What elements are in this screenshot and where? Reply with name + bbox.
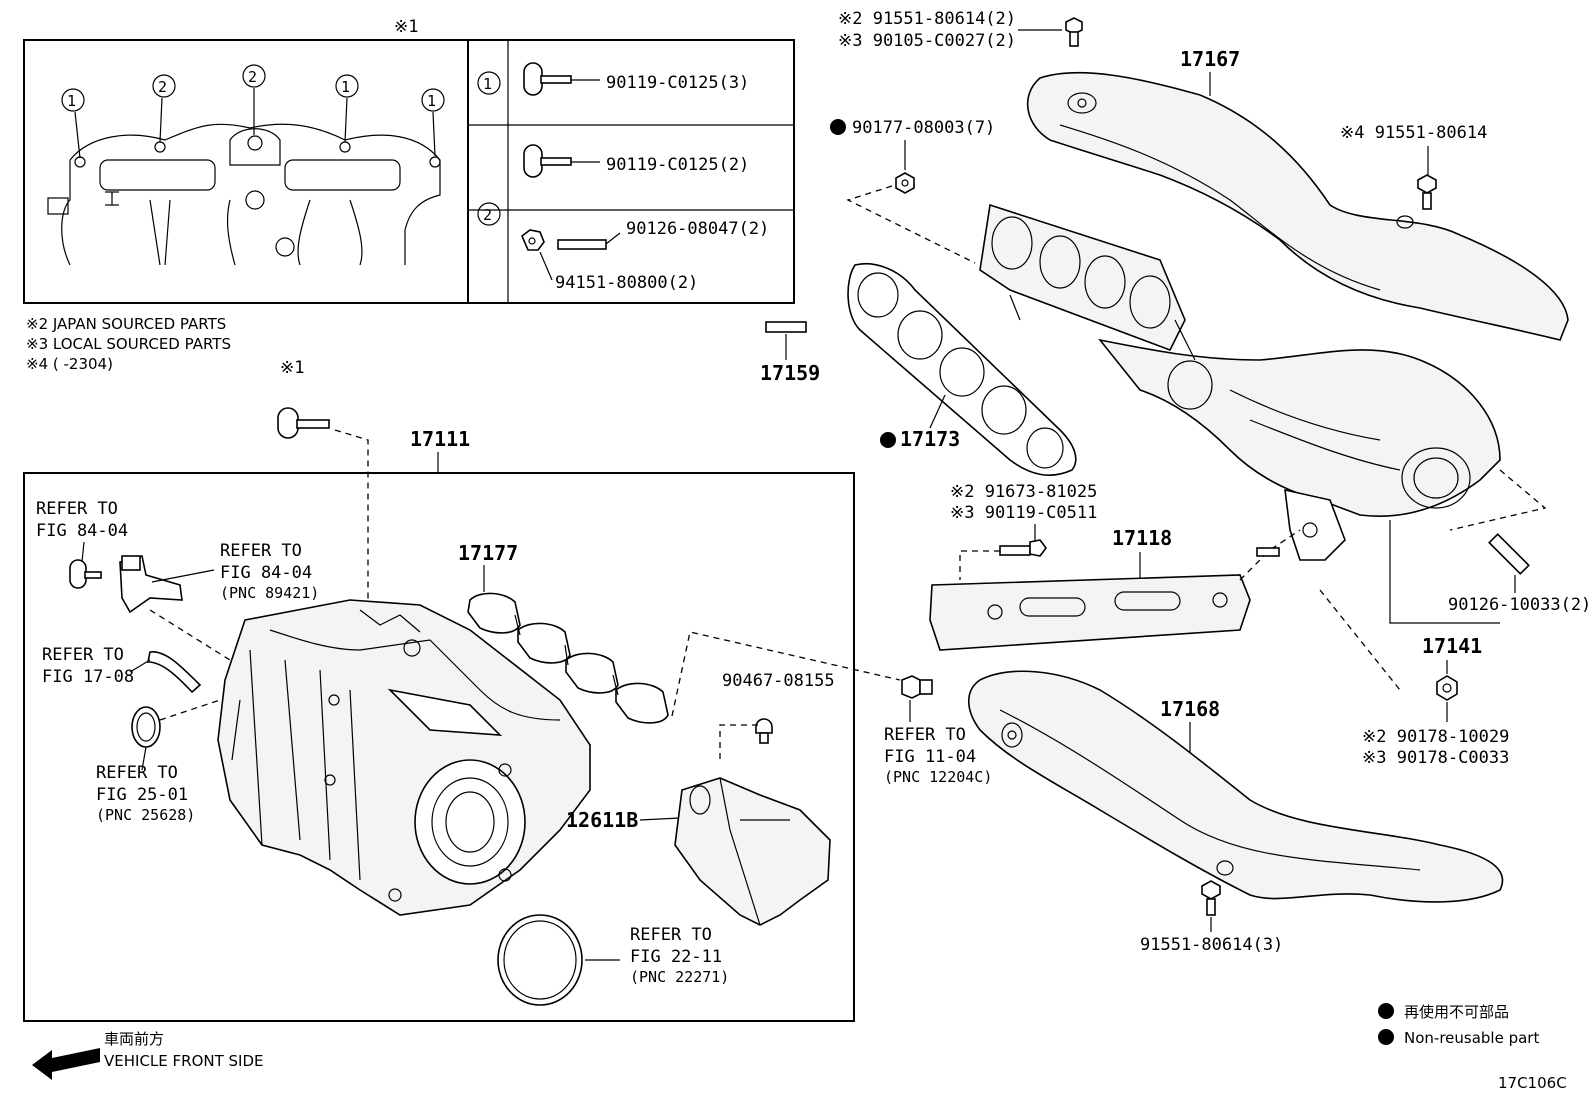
bolt2-part: 90119-C0125(2) (606, 155, 749, 175)
refer6-line2: FIG 22-11 (630, 947, 722, 967)
row-1-marker: 1 (483, 75, 492, 93)
nut-part: 94151-80800(2) (555, 273, 698, 293)
refer5-line2: FIG 11-04 (884, 747, 976, 767)
exhaust-section: ※2 91551-80614(2) ※3 90105-C0027(2) 1716… (760, 9, 1591, 955)
refer1-line2: FIG 84-04 (36, 521, 128, 541)
callout-1a: 1 (67, 92, 76, 110)
front-indicator: 車両前方 VEHICLE FRONT SIDE (32, 1030, 264, 1080)
bolt-icon (999, 539, 1047, 557)
refer2-line1: REFER TO (220, 541, 302, 561)
part-17141: 17141 (1422, 634, 1482, 658)
nut-90178-r3: ※3 90178-C0033 (1362, 748, 1509, 768)
callout-2a: 2 (158, 78, 167, 96)
refer3-line2: FIG 17-08 (42, 667, 134, 687)
refer5-line3: (PNC 12204C) (884, 768, 992, 786)
part-17159: 17159 (760, 361, 820, 385)
bolt-icon (523, 144, 600, 178)
refer6-line1: REFER TO (630, 925, 712, 945)
bolt-icon (69, 559, 102, 589)
bolt-icon (523, 62, 600, 96)
bolt1-part: 90119-C0125(3) (606, 73, 749, 93)
diagram-id: 17C106C (1498, 1074, 1567, 1092)
row-2-marker: 2 (483, 206, 492, 224)
part-17173: 17173 (900, 427, 960, 451)
refer4-line1: REFER TO (96, 763, 178, 783)
flange-drawing (47, 123, 441, 266)
stud-90126: 90126-10033(2) (1448, 595, 1591, 615)
nut-90177: 90177-08003(7) (852, 118, 995, 138)
intake-gasket (467, 592, 669, 724)
bolt-icon (277, 407, 330, 439)
intake-section: ※1 17111 REFER TO FIG 84-04 REFER TO FIG… (23, 358, 901, 1022)
top-ref3: ※3 90105-C0027(2) (838, 31, 1016, 51)
refer5-line1: REFER TO (884, 725, 966, 745)
cover-12611B (674, 777, 831, 926)
refer1-line1: REFER TO (36, 499, 118, 519)
detail-box: ※1 1 (23, 17, 795, 304)
sourcing-notes: ※2 JAPAN SOURCED PARTS ※3 LOCAL SOURCED … (26, 315, 231, 373)
part-12611B: 12611B (566, 808, 638, 832)
part-90467: 90467-08155 (722, 671, 835, 691)
refer4-line2: FIG 25-01 (96, 785, 188, 805)
intake-manifold (217, 599, 591, 916)
refer6-line3: (PNC 22271) (630, 968, 729, 986)
bolt-90119: ※3 90119-C0511 (950, 503, 1097, 523)
note-local: ※3 LOCAL SOURCED PARTS (26, 335, 231, 353)
heat-insulator-17168 (967, 670, 1504, 903)
part-17118: 17118 (1112, 526, 1172, 550)
part-17111: 17111 (410, 427, 470, 451)
nut-90178-r2: ※2 90178-10029 (1362, 727, 1509, 747)
bolt-icon (1201, 880, 1221, 916)
map-sensor (119, 555, 183, 614)
bolt-bottom: 91551-80614(3) (1140, 935, 1283, 955)
callout-1b: 1 (341, 78, 350, 96)
bolt-icon (901, 675, 933, 699)
bolt-icon (1065, 17, 1083, 47)
ref1-mark: ※1 (394, 17, 418, 37)
top-ref2: ※2 91551-80614(2) (838, 9, 1016, 29)
bolt-91673: ※2 91673-81025 (950, 482, 1097, 502)
note-range: ※4 ( -2304) (26, 355, 113, 373)
callout-2b: 2 (248, 68, 257, 86)
exhaust-gasket (847, 263, 1077, 476)
note-japan: ※2 JAPAN SOURCED PARTS (26, 315, 226, 333)
bolt-r4: ※4 91551-80614 (1340, 123, 1487, 143)
callout-circles: 1 2 2 1 1 (61, 64, 445, 159)
refer2-line2: FIG 84-04 (220, 563, 312, 583)
nut-icon (521, 229, 545, 251)
legend-en: Non-reusable part (1404, 1029, 1539, 1047)
front-arrow-icon (32, 1048, 100, 1080)
refer3-line1: REFER TO (42, 645, 124, 665)
stud-part: 90126-08047(2) (626, 219, 769, 239)
front-en: VEHICLE FRONT SIDE (104, 1052, 264, 1070)
bolt-icon (1417, 174, 1437, 210)
legend: 再使用不可部品 Non-reusable part (1378, 1003, 1539, 1047)
exhaust-manifold (979, 203, 1501, 561)
part-17167: 17167 (1180, 47, 1240, 71)
stud-icon (557, 232, 621, 250)
manifold-stay (929, 574, 1251, 651)
refer2-line3: (PNC 89421) (220, 584, 319, 602)
part-17168: 17168 (1160, 697, 1220, 721)
callout-1c: 1 (427, 92, 436, 110)
ref1-bolt-mark: ※1 (280, 358, 304, 378)
front-jp: 車両前方 (104, 1030, 164, 1048)
heat-insulator-17167 (1026, 71, 1569, 341)
refer4-line3: (PNC 25628) (96, 806, 195, 824)
part-17177: 17177 (458, 541, 518, 565)
legend-jp: 再使用不可部品 (1404, 1003, 1509, 1021)
